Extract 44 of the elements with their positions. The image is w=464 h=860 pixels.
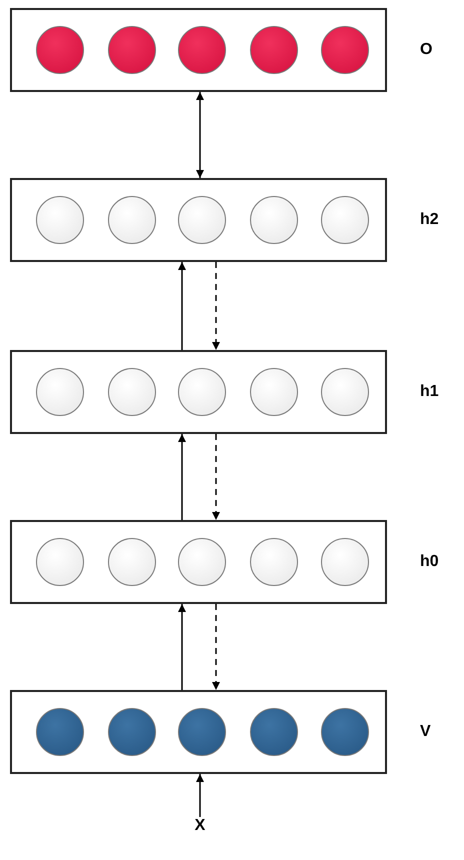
- neuron-circle: [178, 196, 226, 244]
- neuron-circle: [178, 368, 226, 416]
- neuron-circle: [108, 708, 156, 756]
- neuron-circle: [108, 368, 156, 416]
- neuron-circle: [178, 538, 226, 586]
- neuron-circle: [108, 26, 156, 74]
- neuron-circle: [250, 538, 298, 586]
- arrow: [212, 604, 220, 690]
- neuron-circle: [36, 538, 84, 586]
- neuron-circle: [178, 708, 226, 756]
- layer-label: h0: [420, 553, 439, 571]
- layer-box: [10, 690, 387, 774]
- layer-label: h2: [420, 211, 439, 229]
- layer-label: h1: [420, 383, 439, 401]
- neuron-circle: [250, 368, 298, 416]
- layer-box: [10, 8, 387, 92]
- neuron-circle: [321, 196, 369, 244]
- arrow: [178, 262, 186, 350]
- neuron-circle: [108, 538, 156, 586]
- neuron-circle: [321, 538, 369, 586]
- arrow: [196, 774, 204, 817]
- layer-box: [10, 350, 387, 434]
- neuron-circle: [36, 708, 84, 756]
- neuron-circle: [178, 26, 226, 74]
- neuron-circle: [250, 26, 298, 74]
- arrow: [178, 604, 186, 690]
- neuron-circle: [250, 196, 298, 244]
- neuron-circle: [250, 708, 298, 756]
- neuron-circle: [36, 196, 84, 244]
- neuron-circle: [108, 196, 156, 244]
- arrow: [212, 262, 220, 350]
- input-label: X: [191, 817, 209, 837]
- neuron-circle: [321, 708, 369, 756]
- layer-box: [10, 178, 387, 262]
- arrow: [178, 434, 186, 520]
- arrow: [196, 92, 204, 178]
- neuron-circle: [321, 368, 369, 416]
- layer-label: V: [420, 723, 431, 741]
- neuron-circle: [321, 26, 369, 74]
- neuron-circle: [36, 368, 84, 416]
- layer-box: [10, 520, 387, 604]
- layer-label: O: [420, 41, 432, 59]
- neuron-circle: [36, 26, 84, 74]
- arrow: [212, 434, 220, 520]
